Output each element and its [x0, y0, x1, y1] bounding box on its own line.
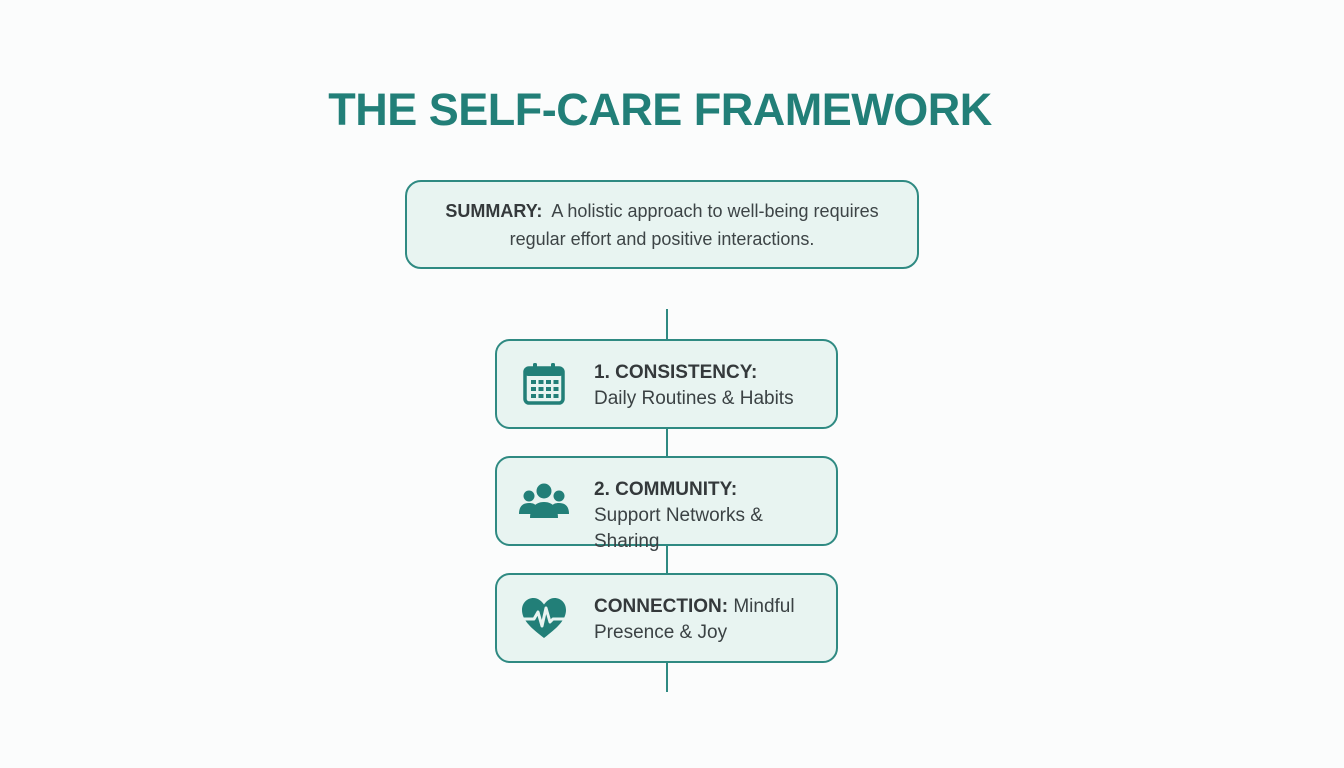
people-group-icon: [519, 483, 569, 518]
page-title: THE SELF-CARE FRAMEWORK: [328, 84, 992, 135]
step-text: 2. COMMUNITY: Support Networks & Sharing: [594, 477, 824, 555]
step-title: 2. COMMUNITY:: [594, 479, 738, 500]
step-description: Support Networks & Sharing: [594, 505, 763, 552]
step-text: CONNECTION: Mindful Presence & Joy: [594, 594, 824, 646]
heart-pulse-icon: [522, 598, 566, 638]
step-description: Mindful Presence & Joy: [594, 596, 795, 643]
step-card-connection: CONNECTION: Mindful Presence & Joy: [495, 573, 838, 663]
connector-line: [666, 428, 668, 456]
step-title: CONNECTION:: [594, 596, 729, 617]
summary-label: SUMMARY:: [445, 200, 543, 221]
summary-text: A holistic approach to well-being requir…: [509, 200, 879, 249]
summary-content: SUMMARY: A holistic approach to well-bei…: [423, 197, 901, 253]
step-text: 1. CONSISTENCY: Daily Routines & Habits: [594, 360, 824, 412]
summary-box: SUMMARY: A holistic approach to well-bei…: [405, 180, 919, 269]
connector-line: [666, 545, 668, 573]
calendar-icon: [523, 363, 565, 405]
step-title: 1. CONSISTENCY:: [594, 362, 758, 383]
step-card-consistency: 1. CONSISTENCY: Daily Routines & Habits: [495, 339, 838, 429]
step-card-community: 2. COMMUNITY: Support Networks & Sharing: [495, 456, 838, 552]
step-description: Daily Routines & Habits: [594, 388, 794, 409]
connector-line: [666, 662, 668, 692]
connector-line: [666, 309, 668, 339]
